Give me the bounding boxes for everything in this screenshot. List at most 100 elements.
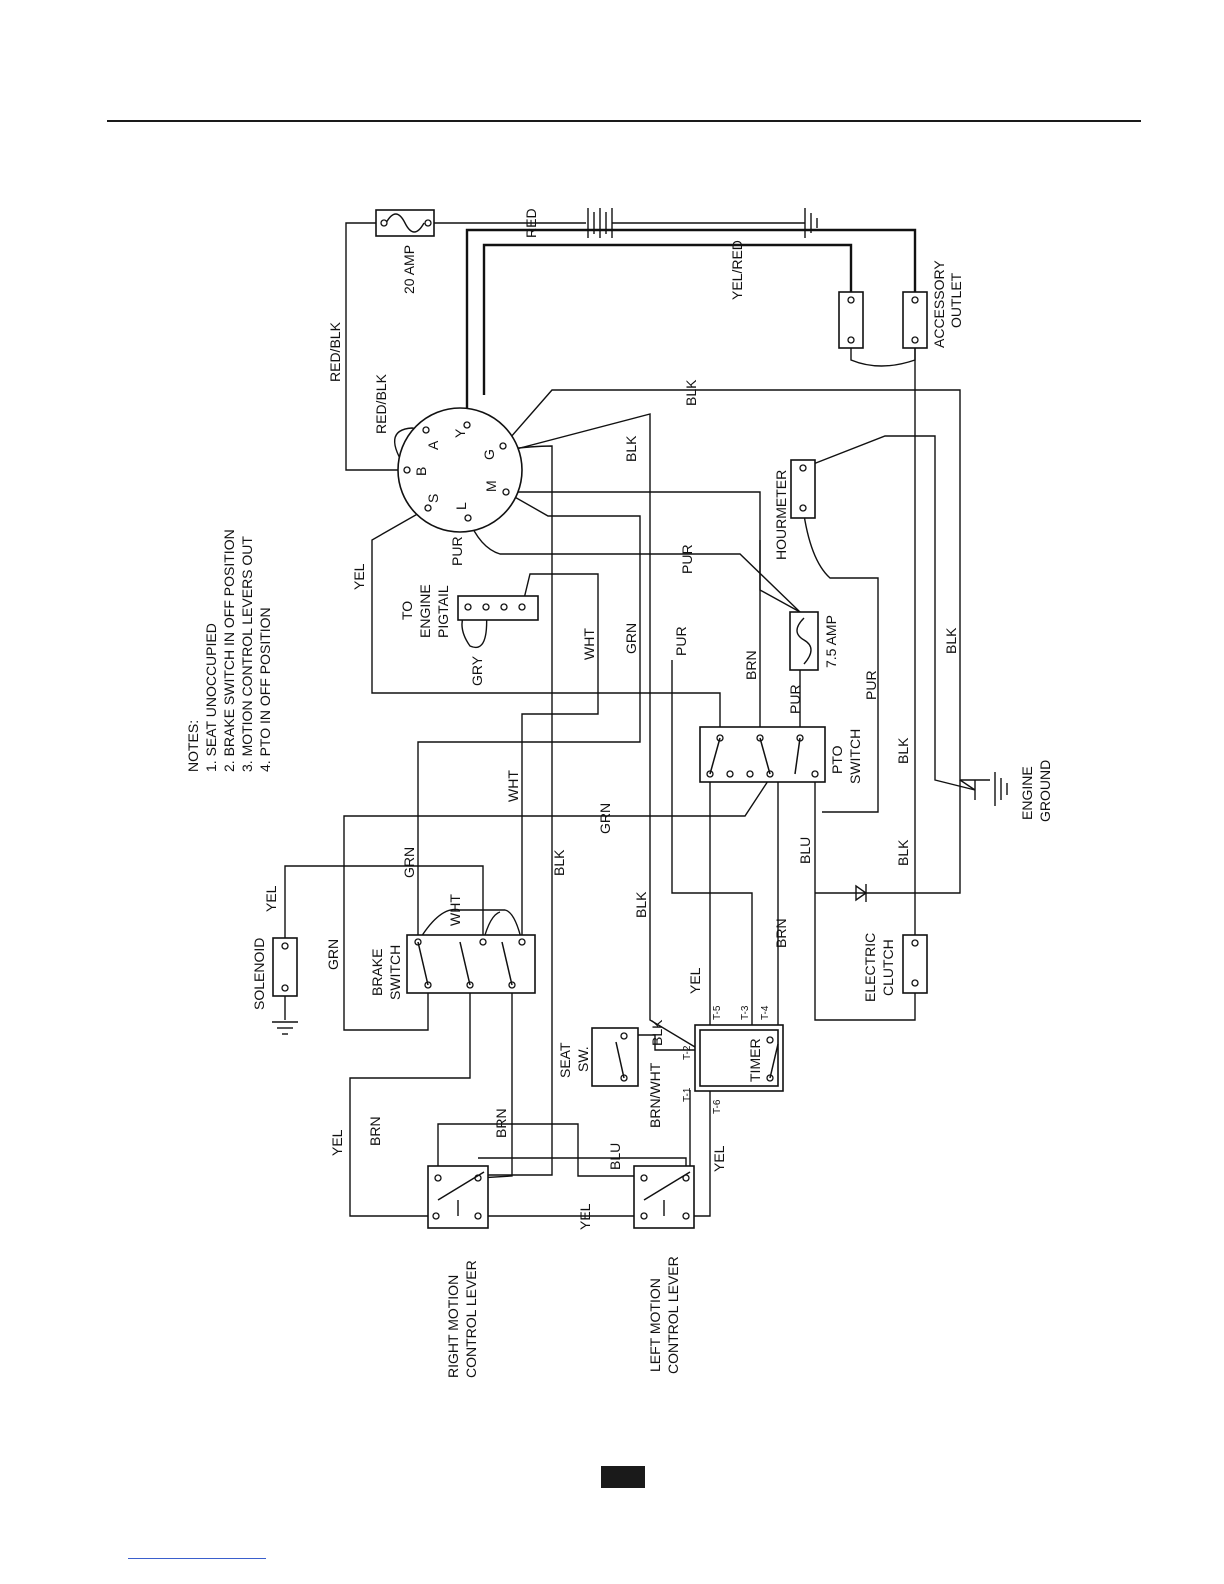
wire-pur-timer (671, 660, 753, 1030)
note-1: 1. SEAT UNOCCUPIED (203, 623, 219, 772)
wire-yel-solenoid (284, 865, 484, 942)
label-7-5-amp: 7.5 AMP (823, 615, 839, 668)
label-left-motion: LEFT MOTION (647, 1278, 663, 1372)
wire-label: GRN (597, 803, 613, 834)
timer-t3: T-3 (740, 1005, 751, 1020)
accessory-connector (838, 291, 864, 349)
label-pigtail: PIGTAIL (435, 585, 451, 638)
wire-label: GRY (469, 655, 485, 686)
label-brake: BRAKE (369, 949, 385, 996)
wire-wht-pigtail (521, 573, 599, 942)
timer (694, 1024, 784, 1092)
wires (284, 222, 976, 1217)
wire-label: WHT (447, 894, 463, 926)
wire-label: BLK (683, 379, 699, 406)
solenoid-ground-icon (272, 1021, 298, 1035)
wire-pur-hourmeter (802, 507, 879, 813)
wire-label: BLK (623, 435, 639, 462)
wire-wht-brake-jumper (417, 908, 523, 943)
page-number-box (601, 1466, 645, 1488)
wire-label: YEL (329, 1129, 345, 1156)
label-engine-ground-1: ENGINE (1019, 766, 1035, 820)
timer-t4: T-4 (760, 1005, 771, 1020)
header-rule (107, 120, 1141, 122)
label-20-amp: 20 AMP (401, 245, 417, 294)
fuse-7-5-amp (789, 611, 819, 671)
wire-label: BLU (607, 1143, 623, 1170)
ign-terminal-a: A (425, 440, 441, 450)
label-right-motion: RIGHT MOTION (445, 1275, 461, 1378)
brake-switch (406, 934, 536, 994)
label-seat: SEAT (557, 1042, 573, 1078)
wire-hourmeter-ground (802, 435, 976, 791)
wire-label: GRN (623, 623, 639, 654)
wire-label: WHT (505, 770, 521, 802)
note-2: 2. BRAKE SWITCH IN OFF POSITION (221, 529, 237, 772)
wire-label: PUR (679, 544, 695, 574)
wire-label: BRN (773, 918, 789, 948)
wire-blk-clutch-ground (815, 780, 961, 894)
label-outlet: OUTLET (948, 272, 964, 328)
wire-label: YEL/RED (729, 240, 745, 300)
ign-terminal-s: S (425, 494, 441, 503)
label-to: TO (399, 601, 415, 620)
label-accessory: ACCESSORY (931, 260, 947, 348)
wire-label: YEL (687, 967, 703, 994)
timer-t2: T-2 (682, 1045, 693, 1060)
notes-heading: NOTES: (185, 720, 201, 772)
wire-label: YEL (711, 1145, 727, 1172)
wire-label: RED/BLK (327, 321, 343, 382)
wire-blk-g-ground (502, 389, 976, 791)
wire-label: GRN (401, 847, 417, 878)
wire-label: BRN (367, 1116, 383, 1146)
wire-brn-m-pto (506, 491, 761, 736)
label-engine: ENGINE (417, 584, 433, 638)
label-engine-ground-2: GROUND (1037, 760, 1053, 822)
label-right-control-lever: CONTROL LEVER (463, 1260, 479, 1378)
ignition-switch (397, 407, 523, 533)
timer-t5: T-5 (712, 1005, 723, 1020)
pto-switch (699, 726, 826, 783)
wire-blk-main-bus (814, 342, 916, 1021)
wire-label: BLK (943, 627, 959, 654)
ign-terminal-m: M (483, 480, 499, 492)
ign-terminal-y: Y (452, 428, 468, 438)
wire-label: PUR (673, 626, 689, 656)
wire-yel-red-outlet (465, 228, 917, 425)
wire-blk-g-timer (504, 413, 701, 1051)
ign-terminal-g: G (481, 449, 497, 460)
label-hourmeter: HOURMETER (773, 470, 789, 560)
wire-label: BLK (551, 849, 567, 876)
label-electric: ELECTRIC (862, 933, 878, 1002)
wire-label: GRN (325, 939, 341, 970)
engine-pigtail (457, 595, 539, 621)
wire-label: BLK (895, 737, 911, 764)
note-3: 3. MOTION CONTROL LEVERS OUT (239, 536, 255, 772)
wire-label: YEL (577, 1203, 593, 1230)
wire-label: BLK (649, 1019, 665, 1046)
wire-label: BRN (743, 650, 759, 680)
ign-terminal-b: B (413, 467, 429, 476)
seat-switch (591, 1027, 639, 1087)
wire-label: WHT (581, 628, 597, 660)
diode-icon (855, 884, 868, 902)
wire-yel-s-pto (371, 507, 721, 740)
wire-label: PUR (449, 536, 465, 566)
label-sw: SW. (575, 1046, 591, 1072)
wire-label: YEL (263, 885, 279, 912)
wire-label: BRN (493, 1108, 509, 1138)
label-pto: PTO (829, 745, 845, 774)
wire-label: BLK (895, 839, 911, 866)
wire-label: PUR (787, 684, 803, 714)
wire-grn-pto-brake (343, 777, 771, 1031)
left-motion-control-lever (633, 1165, 695, 1229)
label-solenoid: SOLENOID (251, 938, 267, 1010)
solenoid (272, 937, 298, 997)
wire-yel-red-aux (482, 243, 853, 395)
timer-t1: T-1 (682, 1087, 693, 1102)
engine-ground-icon (960, 772, 1008, 806)
wire-blk-right-lever (478, 445, 553, 1176)
label-clutch: CLUTCH (880, 939, 896, 996)
footer-line (128, 1558, 266, 1559)
